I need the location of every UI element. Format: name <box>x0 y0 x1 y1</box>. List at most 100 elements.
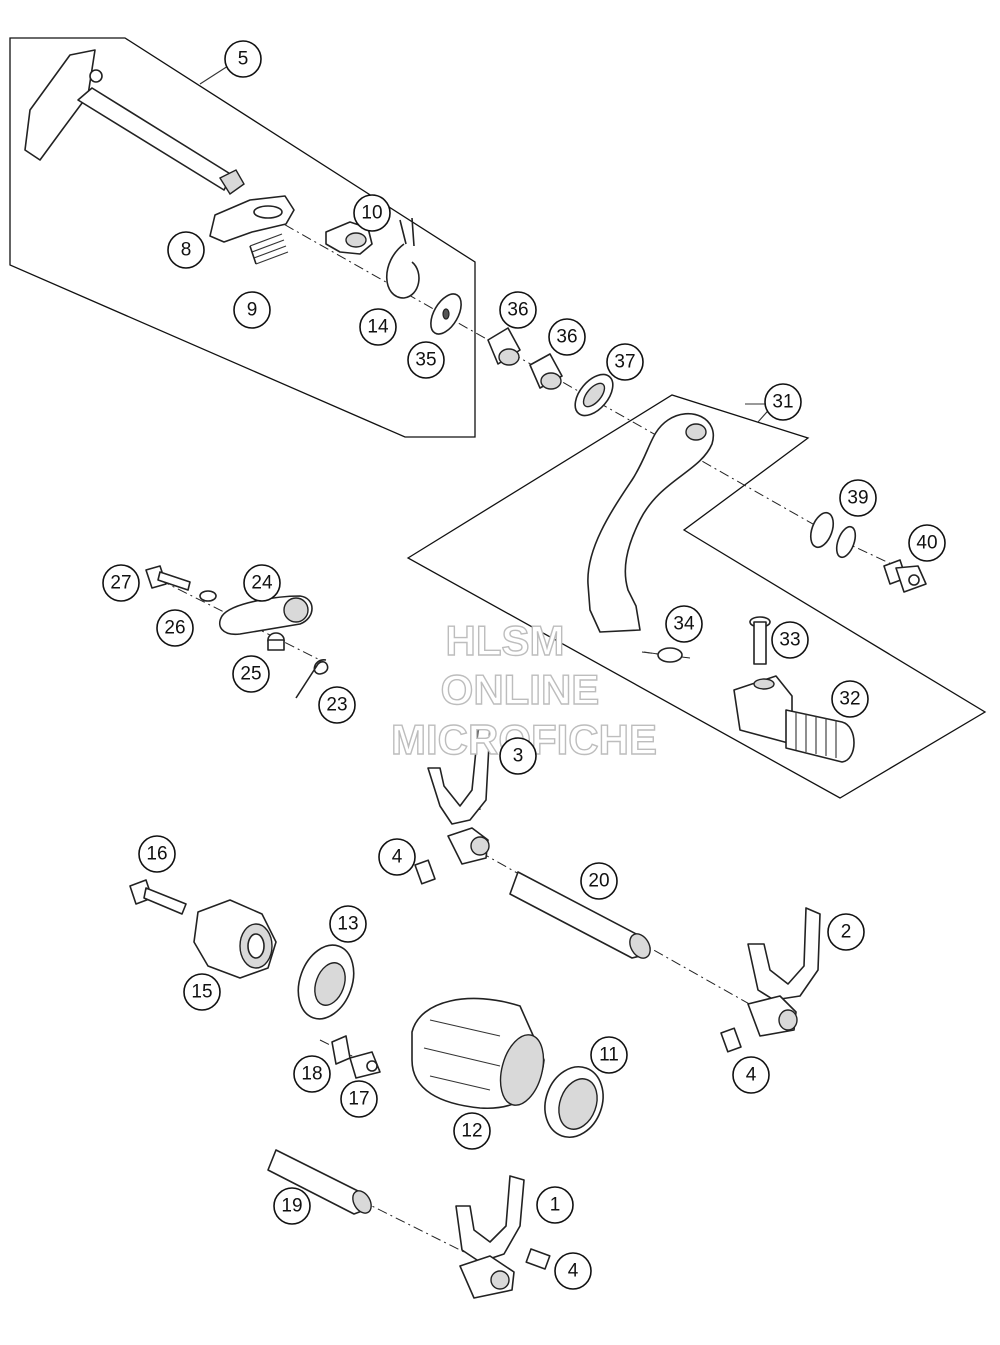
svg-text:13: 13 <box>337 914 358 935</box>
shift-drum-12 <box>411 997 545 1110</box>
svg-text:3: 3 <box>513 746 524 767</box>
pin-4a <box>414 859 436 885</box>
svg-text:18: 18 <box>301 1064 322 1085</box>
callout-10: 10 <box>353 194 391 232</box>
lock-washer-39 <box>809 511 835 549</box>
svg-text:12: 12 <box>461 1121 482 1142</box>
svg-text:32: 32 <box>839 689 860 710</box>
roller-25 <box>267 632 285 651</box>
pin-33 <box>749 616 771 665</box>
seal-13-inner <box>314 962 346 1006</box>
shift-plate-slot <box>253 205 283 219</box>
shift-plate <box>209 195 295 243</box>
svg-text:4: 4 <box>568 1261 579 1282</box>
callout-8: 8 <box>167 231 205 269</box>
shift-fork-1 <box>455 1175 525 1299</box>
callout-26: 26 <box>156 609 194 647</box>
callout-5: 5 <box>224 40 262 78</box>
bearing-11-inner <box>558 1078 598 1130</box>
svg-text:4: 4 <box>392 847 403 868</box>
svg-text:34: 34 <box>673 614 695 635</box>
fork-rail-19 <box>267 1149 372 1215</box>
svg-text:5: 5 <box>238 49 249 70</box>
svg-text:14: 14 <box>367 317 389 338</box>
shift-fork-3 <box>427 725 491 865</box>
callout-12: 12 <box>453 1112 491 1150</box>
callout-33: 33 <box>771 621 809 659</box>
callout-36a: 36 <box>499 291 537 329</box>
svg-text:16: 16 <box>146 844 167 865</box>
shift-shaft-assembly-frame <box>9 37 476 438</box>
svg-text:25: 25 <box>240 664 261 685</box>
shift-lever-31 <box>587 412 715 633</box>
svg-text:35: 35 <box>415 350 436 371</box>
callout-4b: 4 <box>732 1056 770 1094</box>
svg-text:27: 27 <box>110 573 131 594</box>
callout-37: 37 <box>606 343 644 381</box>
callout-16: 16 <box>138 835 176 873</box>
callout-1: 1 <box>536 1186 574 1224</box>
shift-fork-2 <box>747 907 821 1037</box>
detent-roller <box>283 597 309 623</box>
pin-17 <box>349 1051 381 1079</box>
washer-26 <box>199 590 217 602</box>
svg-text:24: 24 <box>251 573 273 594</box>
callout-36b: 36 <box>548 318 586 356</box>
bolt-27 <box>145 565 191 591</box>
callout-32: 32 <box>831 680 869 718</box>
spring-9 <box>249 233 289 265</box>
callout-4a: 4 <box>378 838 416 876</box>
callout-17: 17 <box>340 1080 378 1118</box>
svg-text:36: 36 <box>556 327 577 348</box>
shift-cam-15 <box>193 899 277 979</box>
pin-4c <box>525 1248 551 1270</box>
svg-text:20: 20 <box>588 871 609 892</box>
fork-rail-20 <box>509 871 651 959</box>
svg-text:40: 40 <box>916 533 937 554</box>
bolt-40 <box>883 559 927 593</box>
svg-text:23: 23 <box>326 695 347 716</box>
callout-13: 13 <box>329 905 367 943</box>
callout-19: 19 <box>273 1187 311 1225</box>
callout-40: 40 <box>908 524 946 562</box>
svg-text:37: 37 <box>614 352 635 373</box>
spring-23 <box>295 659 329 699</box>
shift-tip-32 <box>733 675 855 763</box>
svg-text:4: 4 <box>746 1065 757 1086</box>
callout-39: 39 <box>839 479 877 517</box>
callout-27: 27 <box>102 564 140 602</box>
svg-text:26: 26 <box>164 618 185 639</box>
callout-3: 3 <box>499 737 537 775</box>
svg-text:15: 15 <box>191 982 212 1003</box>
callout-35: 35 <box>407 341 445 379</box>
callout-9: 9 <box>233 291 271 329</box>
serrated-washer-39 <box>835 525 857 559</box>
svg-text:31: 31 <box>772 392 793 413</box>
washer-18 <box>331 1035 351 1065</box>
cam-10-bore <box>345 232 367 248</box>
svg-text:17: 17 <box>348 1089 369 1110</box>
clip-34 <box>643 647 683 663</box>
leader-lines <box>199 65 775 423</box>
svg-text:8: 8 <box>181 240 192 261</box>
washer-35-hole <box>442 308 450 320</box>
shift-lever-assembly-frame <box>406 394 987 799</box>
callout-34: 34 <box>665 605 703 643</box>
seal-37-inner <box>582 382 606 408</box>
watermark-line-1: HLSM <box>446 617 565 664</box>
callout-18: 18 <box>293 1055 331 1093</box>
pin-4b <box>720 1027 742 1053</box>
callout-4c: 4 <box>554 1252 592 1290</box>
screw-16 <box>129 879 187 915</box>
svg-text:36: 36 <box>507 300 528 321</box>
svg-text:1: 1 <box>550 1195 561 1216</box>
svg-text:19: 19 <box>281 1196 302 1217</box>
callout-25: 25 <box>232 655 270 693</box>
svg-text:39: 39 <box>847 488 868 509</box>
svg-text:11: 11 <box>599 1045 619 1066</box>
callout-11: 11 <box>590 1036 628 1074</box>
bearing-36b <box>529 353 563 390</box>
callout-15: 15 <box>183 973 221 1011</box>
svg-text:10: 10 <box>361 203 382 224</box>
svg-text:9: 9 <box>247 300 258 321</box>
